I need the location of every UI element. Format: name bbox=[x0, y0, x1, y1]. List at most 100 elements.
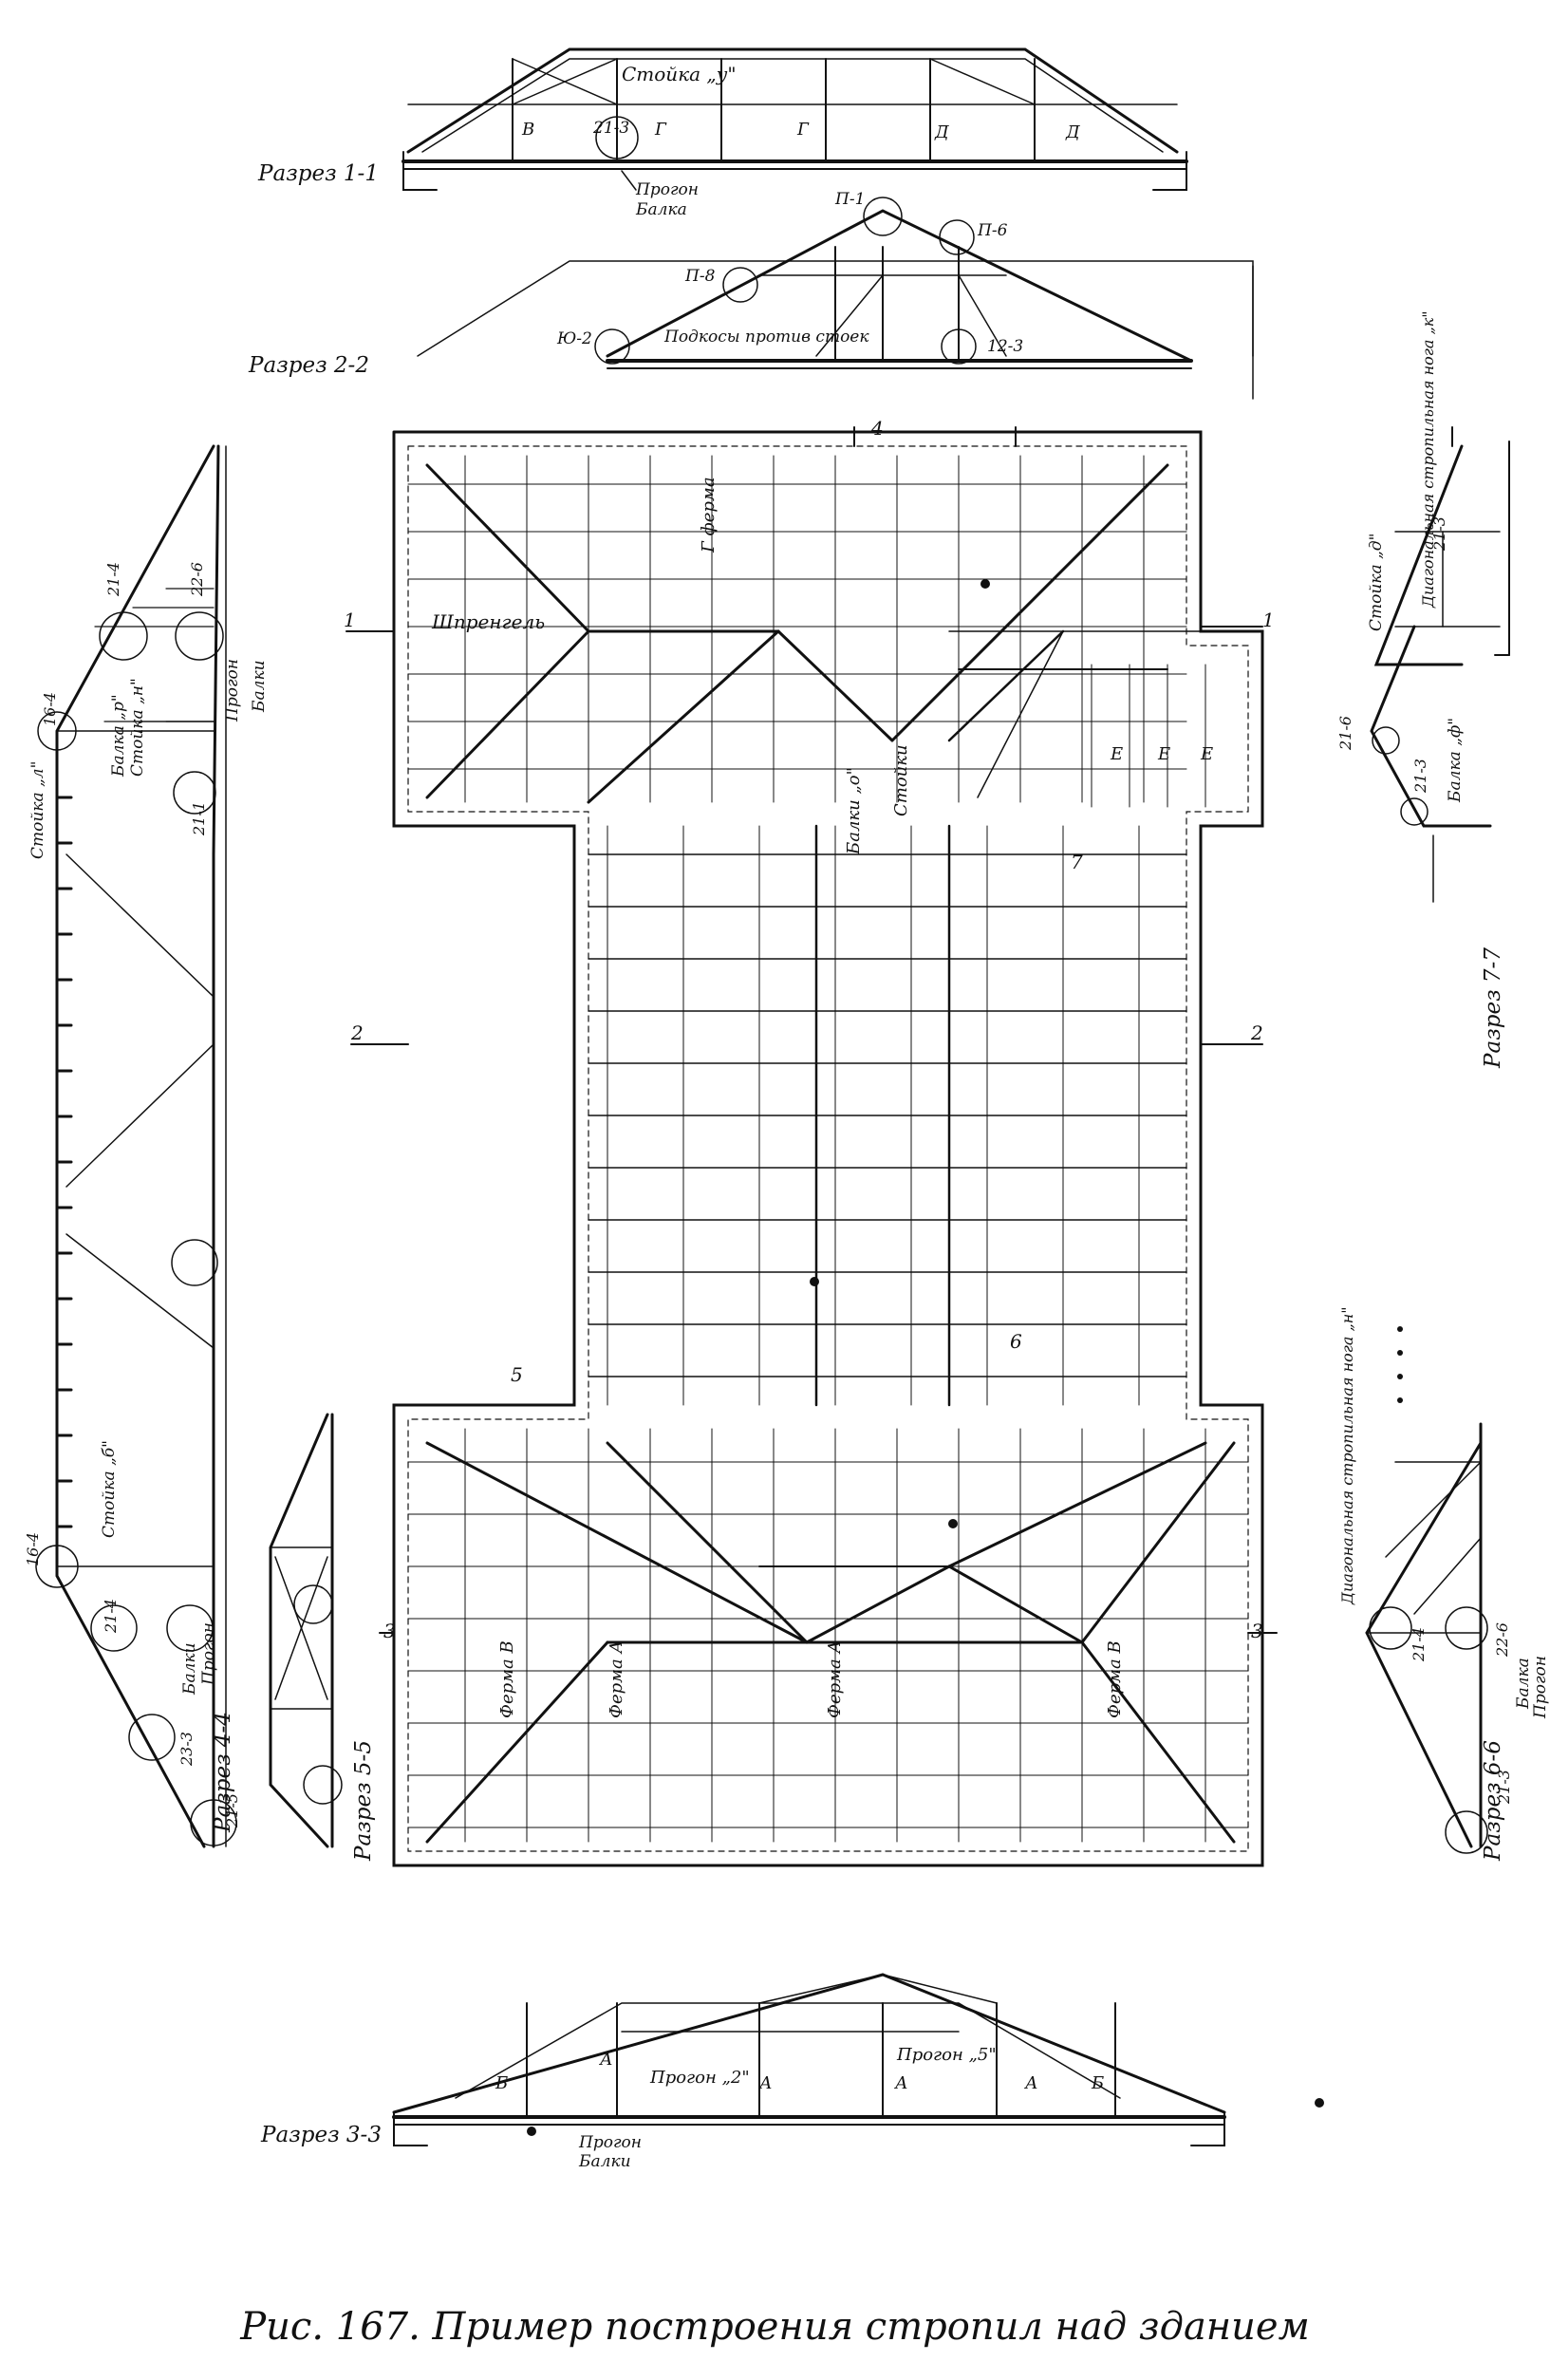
node-P-1: П-1 bbox=[834, 190, 865, 209]
section-4-brace bbox=[65, 853, 215, 998]
label-progon-1: Прогон bbox=[635, 180, 699, 199]
node-22-6-b: 22-6 bbox=[1493, 1622, 1511, 1658]
section-2-roof-outline bbox=[606, 209, 1193, 363]
plan-lower-diag bbox=[1080, 1640, 1236, 1844]
cut-mark-7: 7 bbox=[1071, 851, 1083, 873]
letter-E-3: Е bbox=[1200, 744, 1213, 764]
joint-dot bbox=[1397, 1397, 1403, 1403]
plan-hip-diag bbox=[587, 629, 780, 804]
section-1-node-circle bbox=[595, 116, 639, 159]
label-stoyka-u: Стойка „у" bbox=[622, 63, 737, 85]
label-stoyka-b: Стойка „б" bbox=[100, 1440, 119, 1538]
node-21-4-b: 21-4 bbox=[102, 1599, 120, 1634]
section-2-node-12-3 bbox=[941, 328, 977, 365]
label-ferma-B-right: Ферма В bbox=[1105, 1640, 1125, 1718]
section-4-brace bbox=[65, 1043, 215, 1188]
section-1-wall-left bbox=[402, 151, 438, 191]
figure-caption: Рис. 167. Пример построения стропил над … bbox=[240, 2305, 1310, 2349]
section-5-node-circle bbox=[293, 1584, 333, 1624]
section-1-roof-outline bbox=[406, 47, 1179, 154]
plan-hip-diag bbox=[776, 629, 894, 742]
section-7-node-circle bbox=[1372, 726, 1400, 755]
section-4-node-circle bbox=[99, 611, 148, 661]
label-progon-6: Прогон bbox=[1531, 1656, 1550, 1719]
letter-A-3c: А bbox=[893, 2073, 908, 2093]
cut-mark-2-right: 2 bbox=[1250, 1021, 1263, 1044]
plan-lower-diag bbox=[606, 1441, 809, 1644]
label-ferma-A-2: Ферма А bbox=[825, 1640, 845, 1718]
label-progon-2: Прогон „2" bbox=[649, 2068, 750, 2088]
section-3-brace bbox=[882, 1974, 998, 2004]
node-21-3-b: 21-3 bbox=[1430, 516, 1448, 552]
letter-B-3a: Б bbox=[495, 2073, 508, 2093]
cut-mark-2-left: 2 bbox=[350, 1021, 364, 1044]
node-21-5: 21-5 bbox=[223, 1793, 241, 1828]
node-16-4-b: 16-4 bbox=[24, 1532, 42, 1566]
plan-hip-diag bbox=[890, 463, 1169, 742]
section-1-brace bbox=[929, 58, 1036, 105]
plan-annex-diag bbox=[947, 629, 1065, 742]
node-P-8: П-8 bbox=[684, 267, 716, 286]
node-21-1: 21-1 bbox=[190, 801, 208, 836]
section-title-5-5: Разрез 5-5 bbox=[351, 1740, 376, 1862]
joint-dot bbox=[1397, 1374, 1403, 1379]
letter-D-2: Д bbox=[1065, 122, 1080, 142]
section-6-node-circle bbox=[1369, 1606, 1412, 1650]
label-g-ferma: Г ферма bbox=[699, 477, 719, 553]
section-4-node-circle bbox=[37, 711, 77, 751]
section-4-node-circle bbox=[190, 1799, 237, 1846]
section-6-brace bbox=[1413, 1537, 1482, 1615]
section-6-brace bbox=[1385, 1461, 1482, 1558]
section-1-brace bbox=[512, 58, 618, 105]
section-4-node-circle bbox=[90, 1604, 138, 1652]
cut-mark-1-right: 1 bbox=[1262, 609, 1275, 631]
node-22-6-a: 22-6 bbox=[188, 562, 206, 597]
section-5-brace bbox=[274, 1556, 328, 1700]
section-3-brace bbox=[758, 1974, 884, 2004]
drawing-linework bbox=[35, 47, 1510, 2146]
label-balka-f: Балка „ф" bbox=[1446, 718, 1465, 803]
joint-dot bbox=[1397, 1350, 1403, 1356]
cut-mark-3-right: 3 bbox=[1251, 1620, 1263, 1642]
cut-mark-4: 4 bbox=[870, 417, 884, 440]
letter-E-1: Е bbox=[1110, 744, 1123, 764]
section-4-node-circle bbox=[128, 1714, 176, 1761]
letter-E-2: Е bbox=[1157, 744, 1170, 764]
section-4-wall bbox=[212, 444, 220, 1848]
label-balka-6: Балка bbox=[1514, 1658, 1533, 1710]
section-2-node-Yu2 bbox=[594, 328, 630, 365]
label-balki-4: Балки bbox=[250, 660, 269, 713]
letter-A-3b: А bbox=[757, 2073, 773, 2093]
node-21-4-c: 21-4 bbox=[1410, 1627, 1428, 1662]
section-2-node-P6 bbox=[939, 219, 975, 255]
section-2-node-P1 bbox=[863, 197, 903, 236]
label-stoyka-n: Стойка „н" bbox=[128, 678, 147, 777]
section-4-node-circle bbox=[173, 771, 216, 815]
section-6-node-circle bbox=[1445, 1810, 1488, 1854]
joint-dot bbox=[948, 1519, 958, 1528]
plan-lower-diag bbox=[1080, 1441, 1236, 1644]
section-1-roof-inner bbox=[421, 58, 1164, 153]
plan-lower-diag bbox=[425, 1640, 609, 1844]
label-ferma-A-1: Ферма А bbox=[607, 1640, 626, 1718]
section-5-node-circle bbox=[303, 1765, 343, 1805]
plan-hip-diag bbox=[425, 463, 590, 633]
letter-D-1: Д bbox=[934, 122, 949, 142]
section-1-leader bbox=[621, 170, 637, 191]
label-progon-4: Прогон bbox=[223, 659, 242, 722]
letter-G-2: Г bbox=[796, 120, 810, 140]
cut-mark-6: 6 bbox=[1010, 1330, 1022, 1353]
section-title-4-4: Разрез 4-4 bbox=[211, 1712, 235, 1833]
node-12-3: 12-3 bbox=[987, 337, 1023, 356]
label-balki-3: Балки bbox=[578, 2152, 631, 2171]
plan-hip-diag bbox=[425, 629, 590, 799]
section-4-node-circle bbox=[166, 1604, 214, 1652]
label-diag-noga: Диагональная стропильная нога „к" bbox=[1419, 310, 1437, 609]
label-balki-o: Балки „о" bbox=[844, 767, 864, 855]
plan-lower-diag bbox=[425, 1441, 809, 1644]
label-stoyka-d: Стойка „д" bbox=[1367, 534, 1386, 631]
label-stoyka-l: Стойка „л" bbox=[28, 761, 47, 859]
label-ferma-B-left: Ферма В bbox=[497, 1640, 517, 1718]
section-3-wall-left bbox=[393, 2111, 428, 2146]
